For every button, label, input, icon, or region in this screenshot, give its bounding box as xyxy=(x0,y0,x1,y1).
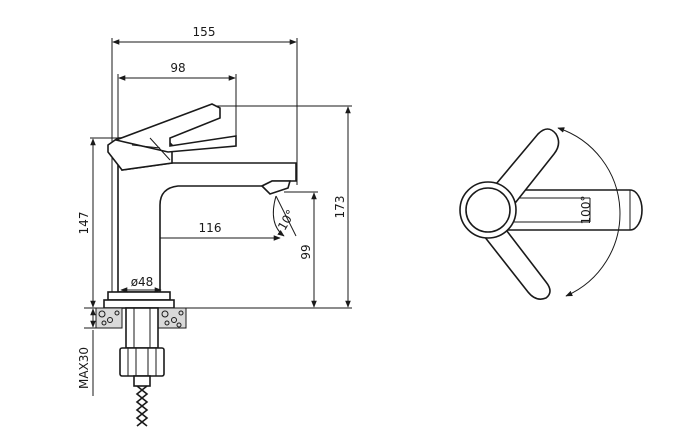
dim-116-label: 116 xyxy=(199,221,222,235)
dim-diameter-label: ø48 xyxy=(131,275,154,289)
rotation-100-label: 100° xyxy=(579,196,593,225)
spout-tip xyxy=(260,180,292,195)
base-plate xyxy=(107,291,171,301)
faucet-body xyxy=(117,144,297,293)
handle-lever xyxy=(113,103,237,153)
angle-10-label: 10° xyxy=(275,207,298,232)
dim-155-label: 155 xyxy=(193,25,216,39)
rotation-arc-100 xyxy=(557,127,621,297)
dim-max30-label: MAX30 xyxy=(77,347,91,389)
supply-hose-fitting xyxy=(133,375,151,387)
lock-nut xyxy=(119,347,165,377)
top-view: 100° xyxy=(459,127,643,300)
dim-147-label: 147 xyxy=(77,212,91,235)
mounting-shank xyxy=(125,307,159,349)
dim-99-label: 99 xyxy=(299,244,313,259)
supply-hose xyxy=(135,385,149,427)
top-view-base-inner xyxy=(465,187,511,233)
top-view-lever-lower xyxy=(482,220,551,300)
side-view: 155 98 173 147 99 116 10° xyxy=(77,25,352,427)
dim-173-label: 173 xyxy=(333,196,347,219)
angle-arc-10 xyxy=(272,195,285,237)
dim-98-label: 98 xyxy=(170,61,185,75)
